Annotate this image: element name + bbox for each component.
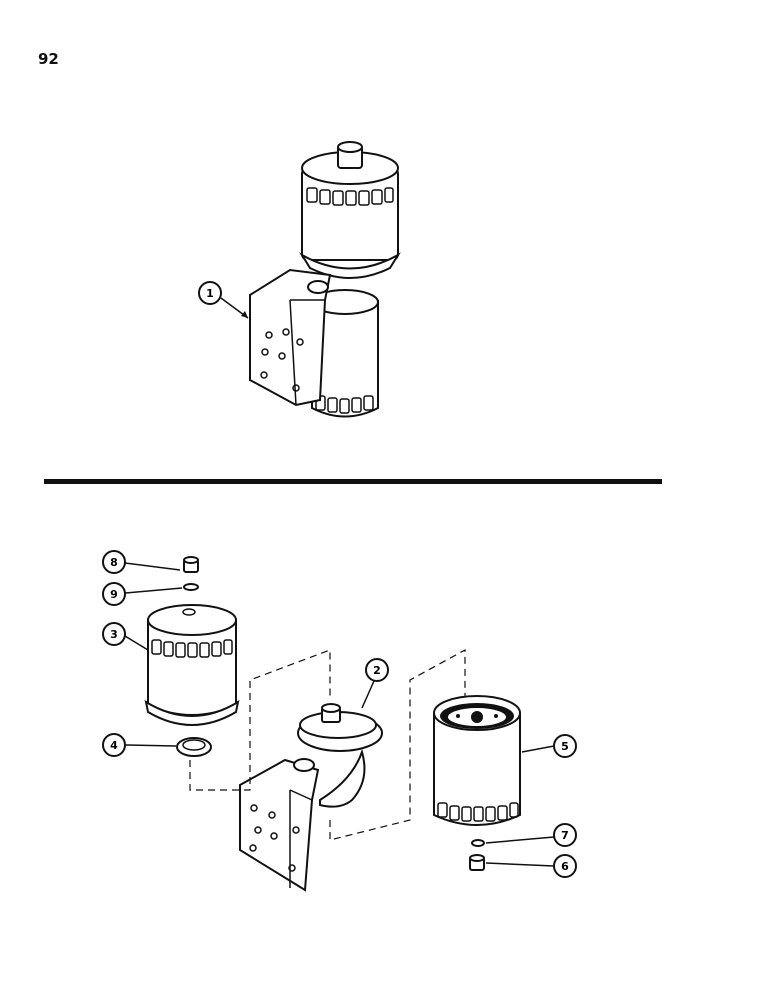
filter-element-left	[144, 604, 240, 726]
mounting-bracket-assembled	[249, 268, 332, 407]
callout-4: 4	[102, 733, 177, 757]
callout-9: 9	[102, 582, 183, 606]
drain-plug	[469, 854, 485, 871]
callout-2: 2	[361, 658, 389, 709]
callout-7-label: 7	[561, 829, 569, 842]
alignment-lines	[189, 648, 466, 841]
filter-head-bracket	[239, 703, 383, 892]
screw-seal	[183, 583, 199, 591]
callout-5: 5	[521, 734, 577, 758]
callout-3: 3	[102, 622, 149, 651]
bleed-screw	[183, 556, 199, 573]
callout-3-label: 3	[110, 628, 118, 641]
callout-2-label: 2	[373, 664, 381, 677]
page-number: 92	[38, 50, 59, 68]
callout-6-label: 6	[561, 860, 569, 873]
sealing-ring	[176, 737, 212, 757]
callout-8-label: 8	[110, 556, 118, 569]
callout-8: 8	[102, 550, 181, 574]
section-divider	[44, 479, 662, 484]
callout-1: 1	[198, 281, 249, 319]
assembled-filter-view	[249, 141, 401, 418]
drain-washer	[471, 839, 485, 847]
callout-5-label: 5	[561, 740, 569, 753]
callout-7: 7	[485, 823, 577, 847]
upper-filter-canister	[299, 141, 401, 279]
callout-4-label: 4	[110, 739, 118, 752]
callout-9-label: 9	[110, 588, 118, 601]
callout-6: 6	[485, 854, 577, 878]
filter-element-right	[433, 695, 521, 826]
callout-1-label: 1	[206, 287, 214, 300]
